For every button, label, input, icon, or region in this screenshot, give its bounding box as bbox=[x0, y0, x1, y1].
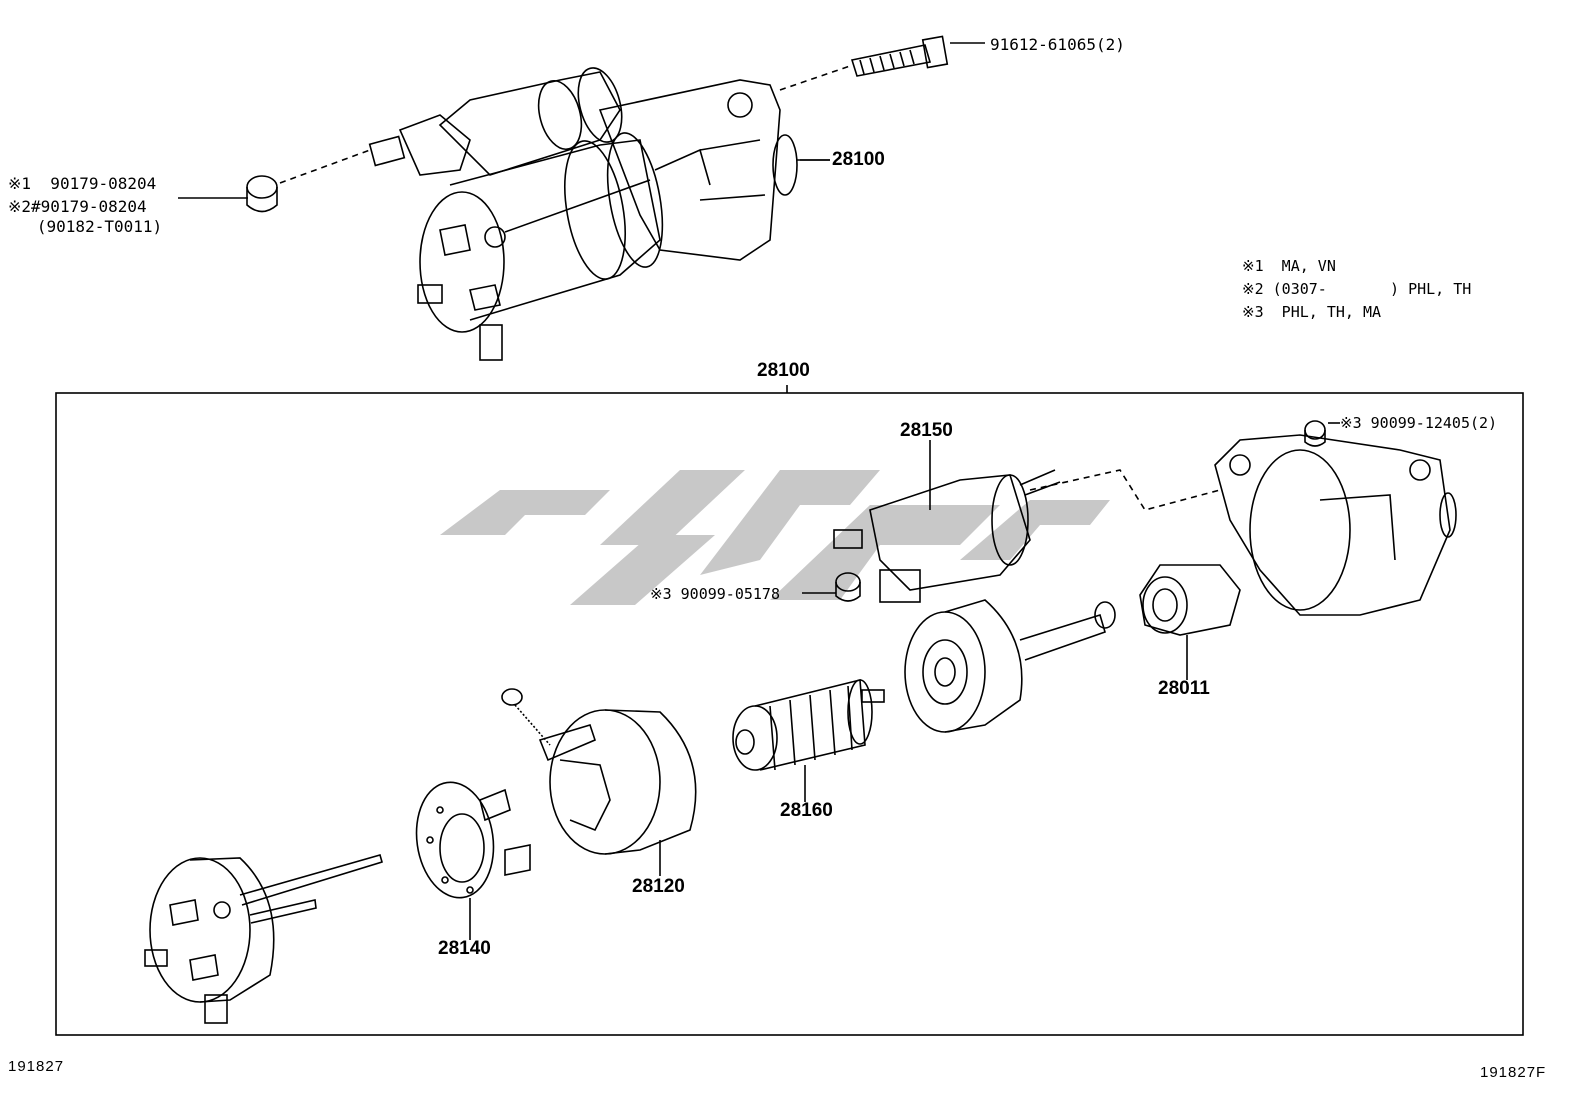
footer-left-code: 191827 bbox=[8, 1058, 65, 1075]
assembly-box-title: 28100 bbox=[757, 360, 810, 381]
starter-assembly bbox=[368, 67, 830, 361]
nut-note-2: ※2#90179-08204 bbox=[8, 197, 147, 216]
bolt-top bbox=[850, 35, 949, 77]
bolt-part-label: 91612-61065(2) bbox=[990, 35, 1125, 54]
legend-line-1: ※1 MA, VN bbox=[1242, 257, 1336, 275]
nut-note-3: (90182-T0011) bbox=[8, 217, 163, 236]
solenoid-label: 28150 bbox=[900, 420, 953, 441]
exploded-view-frame bbox=[55, 392, 1524, 1036]
watermark-logo bbox=[440, 470, 1110, 605]
legend-line-3: ※3 PHL, TH, MA bbox=[1242, 303, 1381, 321]
drive-housing-part bbox=[1214, 420, 1457, 616]
armature-label: 28160 bbox=[780, 800, 833, 821]
yoke-label: 28120 bbox=[632, 876, 685, 897]
starter-part-label: 28100 bbox=[832, 149, 885, 170]
brush-holder-part bbox=[415, 781, 531, 940]
nut-small-label: ※3 90099-05178 bbox=[650, 585, 780, 603]
yoke-part bbox=[501, 688, 697, 876]
legend-line-2: ※2 (0307- ) PHL, TH bbox=[1242, 280, 1472, 298]
nut-note-1: ※1 90179-08204 bbox=[8, 174, 157, 193]
clutch-part bbox=[1139, 564, 1241, 680]
clutch-label: 28011 bbox=[1158, 678, 1210, 699]
nut-top bbox=[246, 175, 278, 213]
gear-shaft-part bbox=[904, 599, 1116, 733]
footer-right-code: 191827F bbox=[1480, 1064, 1547, 1081]
end-cover-part bbox=[144, 854, 383, 1024]
brush-holder-label: 28140 bbox=[438, 938, 491, 959]
solenoid-part bbox=[833, 440, 1221, 603]
bolt-right-label: ※3 90099-12405(2) bbox=[1340, 414, 1498, 432]
armature-part bbox=[732, 678, 885, 802]
nut-small bbox=[802, 572, 861, 602]
